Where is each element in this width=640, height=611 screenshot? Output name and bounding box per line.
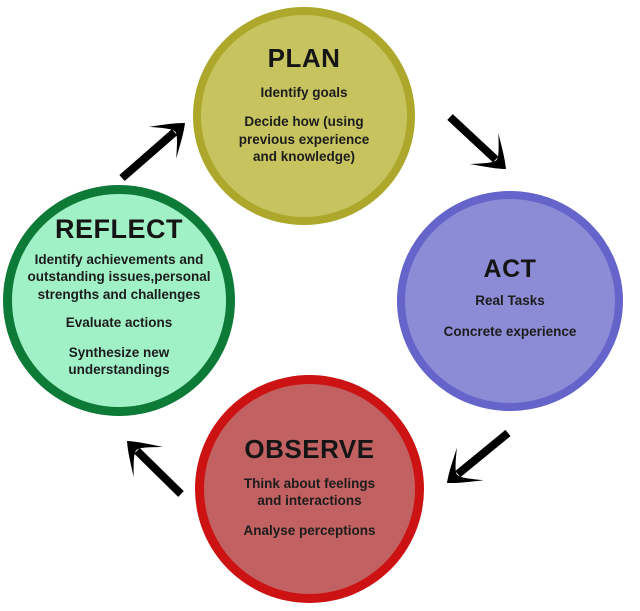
arrow-act-to-observe <box>433 429 511 500</box>
arrow-reflect-to-plan <box>119 107 199 182</box>
node-act-item: Real Tasks <box>475 293 545 308</box>
node-observe-item: Think about feelings and interactions <box>243 476 376 509</box>
node-plan: PLAN Identify goals Decide how (using pr… <box>193 7 415 225</box>
node-act-title: ACT <box>483 255 537 283</box>
node-reflect-item: Identify achievements and outstanding is… <box>27 252 211 302</box>
node-observe-item: Analyse perceptions <box>243 522 376 538</box>
node-reflect-item: Synthesize new understandings <box>68 345 170 378</box>
node-reflect: REFLECT Identify achievements and outsta… <box>3 185 235 416</box>
node-act: ACT Real Tasks Concrete experience <box>397 191 623 411</box>
arrow-observe-to-reflect <box>112 426 184 497</box>
node-observe: OBSERVE Think about feelings and interac… <box>195 375 424 603</box>
node-reflect-item: Evaluate actions <box>65 314 173 330</box>
node-observe-title: OBSERVE <box>244 434 375 464</box>
arrow-plan-to-act <box>447 114 521 185</box>
node-plan-item: Decide how (using previous experience an… <box>238 114 370 164</box>
node-plan-item: Identify goals <box>260 85 348 100</box>
node-act-item: Concrete experience <box>443 324 577 340</box>
node-plan-title: PLAN <box>267 43 341 73</box>
node-reflect-title: REFLECT <box>55 214 183 244</box>
